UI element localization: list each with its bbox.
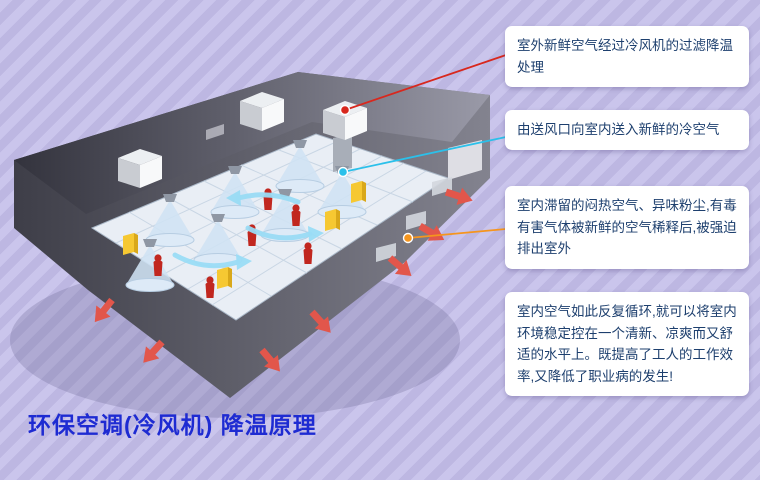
equipment-box [325, 209, 340, 231]
marker-dot-supply-air [337, 166, 349, 178]
rooftop-cooler-unit [323, 101, 367, 140]
connector-line-supply-air [342, 136, 507, 173]
worker-figure [291, 204, 301, 226]
wall-vent-panel [448, 140, 482, 180]
worker-figure [303, 242, 313, 264]
equipment-box [123, 233, 138, 255]
worker-figure [205, 276, 215, 298]
worker-figure [153, 254, 163, 276]
connector-line-outdoor-air [344, 54, 507, 111]
marker-dot-outdoor-air [339, 104, 351, 116]
equipment-box [217, 267, 232, 289]
roof-logo-mark [206, 124, 224, 140]
rooftop-cooler-unit [240, 92, 284, 131]
rooftop-cooler-unit [118, 149, 162, 188]
page-title: 环保空调(冷风机) 降温原理 [28, 412, 317, 438]
connector-line-exhaust-air [407, 228, 507, 239]
callout-exhaust-stale-air: 室内滞留的闷热空气、异味粉尘,有毒有害气体被新鲜的空气稀释后,被强迫排出室外 [505, 186, 749, 269]
worker-figure [263, 188, 273, 210]
equipment-box [351, 181, 366, 203]
marker-dot-exhaust-air [402, 232, 414, 244]
callout-outdoor-air-filtering: 室外新鲜空气经过冷风机的过滤降温处理 [505, 26, 749, 88]
callout-supply-fresh-air: 由送风口向室内送入新鲜的冷空气 [505, 110, 749, 150]
callout-circulation-benefits: 室内空气如此反复循环,就可以将室内环境稳定控在一个清新、凉爽而又舒适的水平上。既… [505, 292, 749, 397]
fresh-airflow-arrowheads [226, 190, 324, 270]
fresh-airflow-arrows [172, 192, 313, 269]
supply-air-duct [333, 134, 352, 172]
